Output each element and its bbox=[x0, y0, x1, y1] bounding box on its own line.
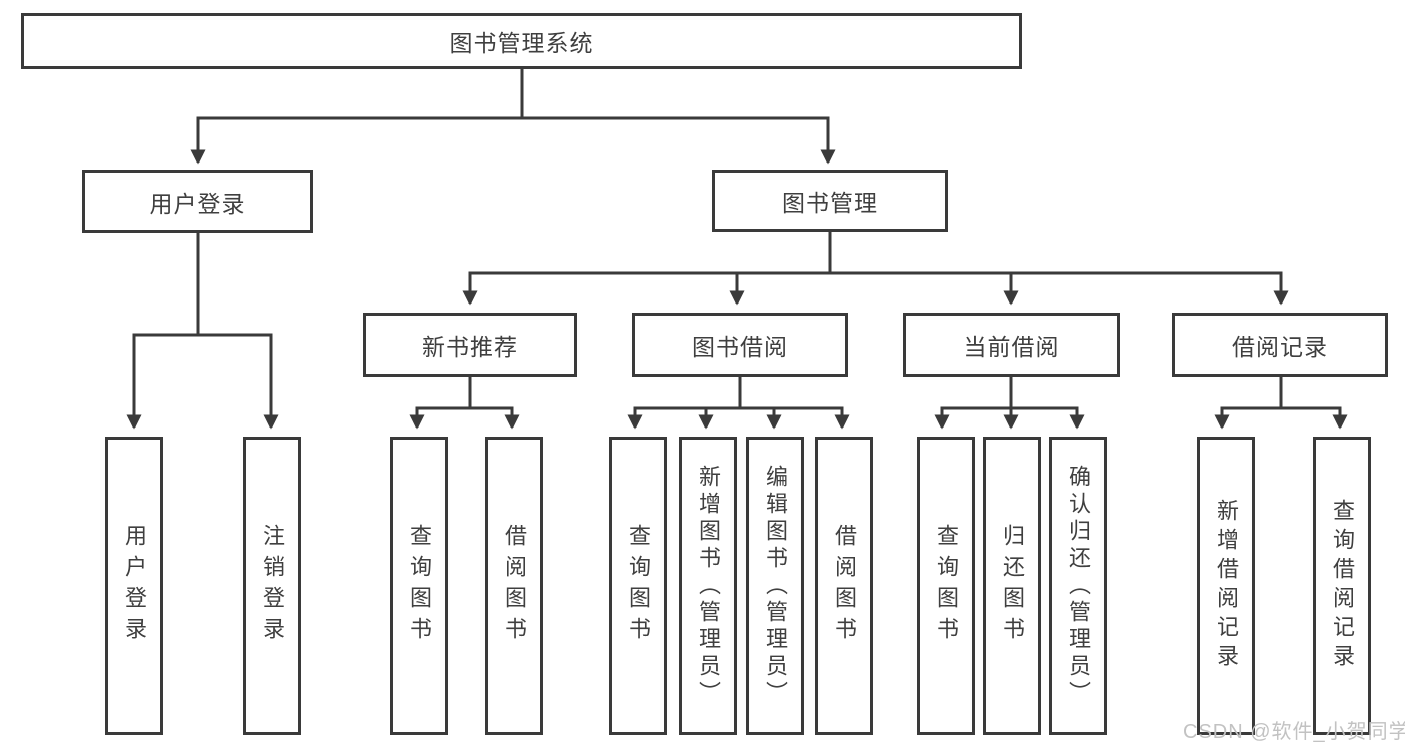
leaf-borrow-books-recommend: 借阅图书 bbox=[485, 437, 543, 735]
leaf-add-books-admin: 新增图书（管理员） bbox=[679, 437, 737, 735]
connector-root-branch bbox=[190, 69, 836, 165]
leaf-query-books-current: 查询图书 bbox=[917, 437, 975, 735]
leaf-edit-books-admin: 编辑图书（管理员） bbox=[746, 437, 804, 735]
node-book-borrow: 图书借阅 bbox=[632, 313, 848, 377]
leaf-query-books-borrow: 查询图书 bbox=[609, 437, 667, 735]
node-current-borrow: 当前借阅 bbox=[903, 313, 1120, 377]
leaf-confirm-return-admin: 确认归还（管理员） bbox=[1049, 437, 1107, 735]
node-new-book-recommend: 新书推荐 bbox=[363, 313, 577, 377]
connector-borrow-records-branch bbox=[1214, 377, 1348, 430]
connector-user-login-branch bbox=[126, 233, 279, 430]
leaf-query-books-recommend: 查询图书 bbox=[390, 437, 448, 735]
leaf-logout: 注销登录 bbox=[243, 437, 301, 735]
connector-current-borrow-branch bbox=[934, 377, 1085, 430]
leaf-borrow-books: 借阅图书 bbox=[815, 437, 873, 735]
connector-book-management-branch bbox=[462, 232, 1289, 306]
node-borrow-records: 借阅记录 bbox=[1172, 313, 1388, 377]
root-node-book-management-system: 图书管理系统 bbox=[21, 13, 1022, 69]
connector-group bbox=[126, 69, 1348, 430]
leaf-user-login: 用户登录 bbox=[105, 437, 163, 735]
connector-new-book-branch bbox=[409, 377, 520, 430]
node-user-login-group: 用户登录 bbox=[82, 170, 313, 233]
leaf-query-borrow-record: 查询借阅记录 bbox=[1313, 437, 1371, 735]
leaf-return-books: 归还图书 bbox=[983, 437, 1041, 735]
csdn-watermark: CSDN @软件_小贺同学 bbox=[1183, 721, 1405, 743]
leaf-add-borrow-record: 新增借阅记录 bbox=[1197, 437, 1255, 735]
node-book-management-group: 图书管理 bbox=[712, 170, 948, 232]
connector-book-borrow-branch bbox=[627, 377, 850, 430]
